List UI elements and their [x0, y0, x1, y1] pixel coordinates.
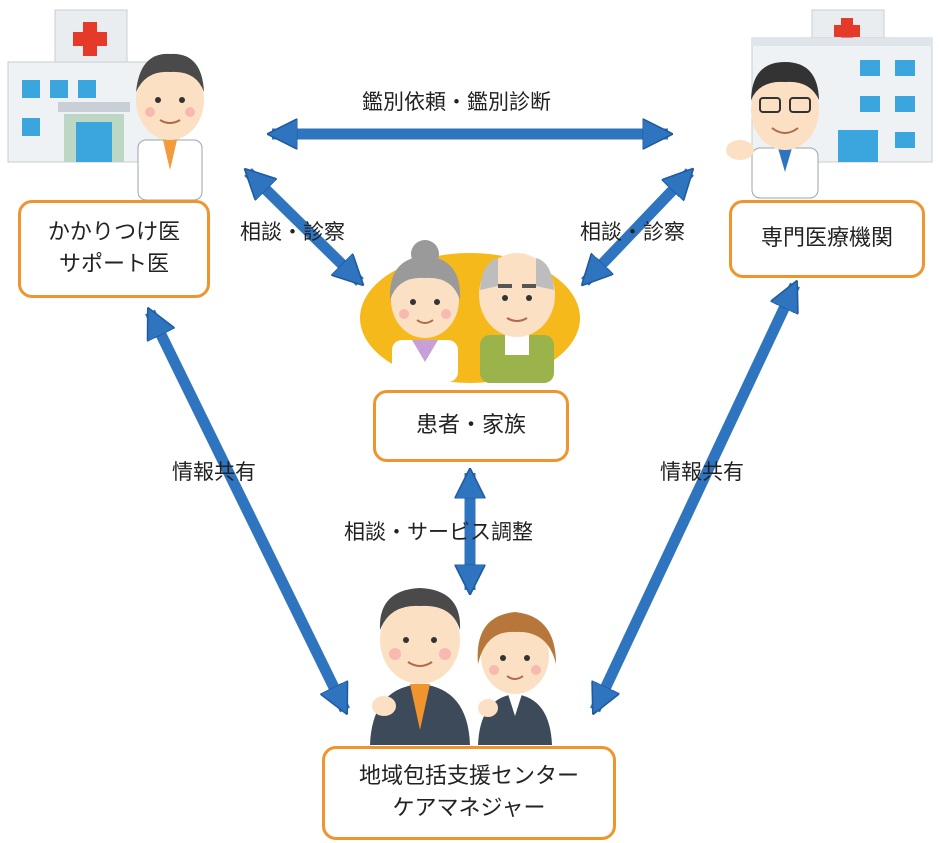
- patient-label: 患者・家族: [415, 413, 526, 439]
- family-doctor-box: かかりつけ医 サポート医: [18, 200, 210, 298]
- doctor-right-icon: [726, 62, 819, 199]
- edge-label-right-share: 情報共有: [660, 460, 744, 484]
- grandfather-icon: [479, 253, 555, 383]
- care-manager-man-icon: [370, 588, 470, 745]
- grandmother-icon: [389, 240, 461, 382]
- specialist-box: 専門医療機関: [729, 200, 925, 278]
- patient-box: 患者・家族: [373, 390, 569, 462]
- care-center-box: 地域包括支援センター ケアマネジャー: [322, 746, 616, 840]
- family-doctor-line2: サポート医: [58, 252, 169, 277]
- edge-label-right-consult: 相談・診察: [580, 220, 685, 244]
- care-manager-woman-icon: [477, 612, 556, 745]
- care-center-line1: 地域包括支援センター: [358, 764, 579, 790]
- arrow-right-consult: [585, 172, 690, 282]
- edge-label-left-share: 情報共有: [172, 460, 256, 484]
- arrow-right-share: [590, 285, 800, 710]
- edge-label-left-consult: 相談・診察: [240, 220, 345, 244]
- arrow-left-share: [145, 312, 350, 710]
- family-doctor-line1: かかりつけ医: [47, 220, 181, 246]
- doctor-left-icon: [136, 53, 204, 201]
- edge-label-top: 鑑別依頼・鑑別診断: [362, 90, 551, 114]
- specialist-label: 専門医療機関: [760, 226, 893, 252]
- edge-label-center: 相談・サービス調整: [344, 520, 533, 544]
- arrow-left-consult: [248, 172, 360, 282]
- care-center-line2: ケアマネジャー: [392, 796, 546, 821]
